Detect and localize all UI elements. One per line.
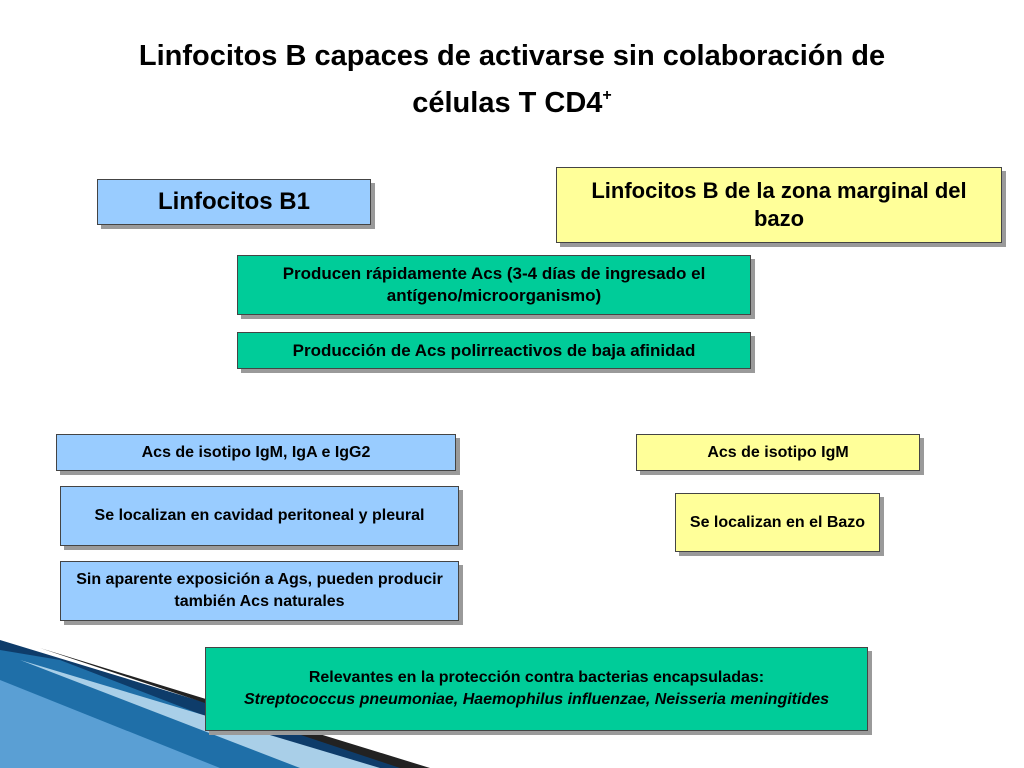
b1-natural-antibodies-text: Sin aparente exposición a Ags, pueden pr…: [76, 571, 443, 610]
b1-isotype-text: Acs de isotipo IgM, IgA e IgG2: [141, 443, 371, 461]
marginal-isotype-box: Acs de isotipo IgM: [636, 434, 920, 471]
rapid-production-box: Producen rápidamente Acs (3-4 días de in…: [237, 255, 751, 315]
b1-isotype-box: Acs de isotipo IgM, IgA e IgG2: [56, 434, 456, 471]
marginal-location-text: Se localizan en el Bazo: [689, 513, 866, 531]
marginal-zone-b-label: Linfocitos B de la zona marginal del baz…: [591, 178, 967, 231]
b1-location-text: Se localizan en cavidad peritoneal y ple…: [94, 507, 425, 524]
title-line-1: Linfocitos B capaces de activarse sin co…: [138, 40, 886, 72]
polyreactive-box: Producción de Acs polirreactivos de baja…: [237, 332, 751, 369]
b1-location-box: Se localizan en cavidad peritoneal y ple…: [60, 486, 459, 546]
marginal-isotype-text: Acs de isotipo IgM: [707, 443, 849, 461]
bacteria-species-list: Streptococcus pneumoniae, Haemophilus in…: [243, 691, 830, 708]
encapsulated-bacteria-box: Relevantes en la protección contra bacte…: [205, 647, 868, 731]
slide-title: Linfocitos B capaces de activarse sin co…: [40, 36, 984, 123]
title-line-2: células T CD4+: [40, 76, 984, 123]
marginal-zone-b-box: Linfocitos B de la zona marginal del baz…: [556, 167, 1002, 243]
b1-lymphocytes-box: Linfocitos B1: [97, 179, 371, 225]
marginal-location-box: Se localizan en el Bazo: [675, 493, 880, 552]
encapsulated-bacteria-heading: Relevantes en la protección contra bacte…: [308, 669, 765, 686]
rapid-production-text: Producen rápidamente Acs (3-4 días de in…: [282, 264, 706, 305]
b1-natural-antibodies-box: Sin aparente exposición a Ags, pueden pr…: [60, 561, 459, 621]
title-line-2-text: células T CD4: [412, 87, 603, 119]
b1-lymphocytes-label: Linfocitos B1: [157, 188, 310, 215]
title-superscript: +: [602, 87, 612, 104]
polyreactive-text: Producción de Acs polirreactivos de baja…: [292, 340, 696, 360]
